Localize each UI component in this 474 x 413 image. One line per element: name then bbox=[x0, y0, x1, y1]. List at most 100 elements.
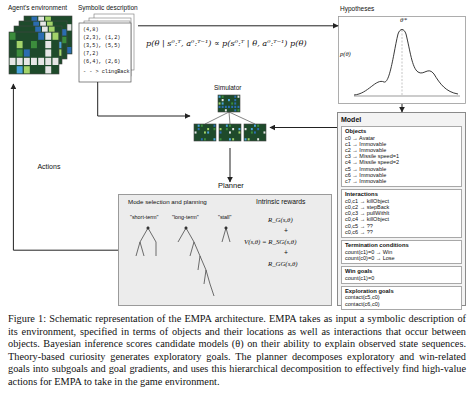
symbol-line: - - > clingBack bbox=[83, 69, 130, 75]
decor-shape bbox=[226, 128, 228, 130]
decor-shape bbox=[220, 131, 222, 133]
decor-shape bbox=[10, 33, 16, 40]
block-text: "short-term" bbox=[130, 214, 158, 220]
decor-shape bbox=[251, 128, 253, 130]
decor-shape bbox=[225, 227, 227, 229]
section-heading: Interactions bbox=[345, 191, 458, 198]
decor-shape bbox=[229, 125, 231, 127]
section-heading: Exploration goals bbox=[345, 288, 458, 295]
decor-shape bbox=[38, 33, 44, 40]
decor-shape bbox=[198, 125, 200, 127]
flow-arrow bbox=[230, 148, 231, 182]
model-section: Win goalscount(c1)=0 bbox=[341, 266, 462, 284]
rule-row: c2 → Immovable bbox=[345, 147, 458, 153]
decor-shape bbox=[136, 227, 230, 296]
model-section: Interactionsc0,c1 → killObjectc0,c2 → st… bbox=[341, 189, 462, 238]
block-text: θ* bbox=[400, 16, 407, 24]
decor-shape bbox=[214, 125, 216, 127]
block-text: + bbox=[284, 249, 288, 256]
section-heading: Termination conditions bbox=[345, 242, 458, 249]
decor-shape bbox=[229, 112, 230, 124]
rule-row: c0,c2 → stepBack bbox=[345, 204, 458, 210]
decor-shape bbox=[229, 112, 255, 124]
decor-shape bbox=[10, 58, 16, 65]
rule-row: c1 → Immovable bbox=[345, 141, 458, 147]
decor-shape bbox=[194, 124, 216, 141]
decor-shape bbox=[200, 256, 206, 270]
decor-shape bbox=[140, 228, 148, 242]
symbol-line: (4,8) bbox=[83, 27, 99, 33]
rule-row: c0,c1 → killObject bbox=[345, 198, 458, 204]
rule-row: c0,c3 → pullWithIt bbox=[345, 210, 458, 216]
model-section: Exploration goalscontact(c5,c0)contact(c… bbox=[341, 286, 462, 310]
decor-shape bbox=[234, 96, 236, 98]
decor-shape bbox=[206, 270, 210, 284]
decor-shape bbox=[254, 125, 256, 127]
decor-shape bbox=[354, 96, 460, 97]
decor-shape bbox=[228, 99, 230, 101]
planner-panel bbox=[118, 194, 332, 306]
rule-row: c7 → Immovable bbox=[345, 178, 458, 184]
flow-arrow bbox=[138, 25, 338, 26]
decor-shape bbox=[195, 131, 197, 133]
illustration bbox=[8, 4, 76, 84]
block-heading: Hypotheses bbox=[340, 5, 374, 13]
decor-shape bbox=[251, 131, 253, 133]
rule-row: c0,c4 → killObject bbox=[345, 216, 458, 222]
decor-shape bbox=[238, 96, 240, 98]
rule-row: c4 → Missile speed=2 bbox=[345, 159, 458, 165]
decor-shape bbox=[205, 112, 229, 124]
decor-shape bbox=[17, 58, 23, 65]
decor-shape bbox=[207, 131, 209, 133]
rule-row: contact(c6,c0) bbox=[345, 301, 458, 307]
symbol-line: (2,3), (1,2) bbox=[83, 35, 120, 41]
model-section: Termination conditionscount(c1)=0 → Winc… bbox=[341, 240, 462, 264]
edge-label: Actions bbox=[37, 163, 60, 170]
decor-shape bbox=[225, 106, 227, 108]
decor-shape bbox=[156, 242, 157, 256]
decor-shape bbox=[354, 30, 458, 96]
symbol-line: (6,4), (2,6) bbox=[83, 59, 120, 65]
decor-shape bbox=[245, 138, 247, 140]
decor-shape bbox=[24, 66, 30, 73]
decor-shape bbox=[264, 131, 266, 133]
decor-shape bbox=[248, 138, 250, 140]
decor-shape bbox=[45, 58, 51, 65]
decor-shape bbox=[45, 49, 51, 56]
block-text: p(θ) bbox=[340, 50, 351, 57]
decor-shape bbox=[226, 228, 230, 242]
decor-shape bbox=[222, 228, 226, 242]
block-heading: Model bbox=[341, 115, 462, 124]
decor-shape bbox=[9, 32, 59, 74]
decor-shape bbox=[226, 125, 228, 127]
component-block: PlannerMode selection and planning"short… bbox=[118, 182, 332, 306]
rule-row: contact(c5,c0) bbox=[345, 294, 458, 300]
decor-shape bbox=[204, 270, 206, 284]
block-text: "stall" bbox=[218, 214, 231, 220]
decor-shape bbox=[136, 242, 140, 256]
decor-shape bbox=[148, 228, 156, 242]
component-block: Agent's environment bbox=[8, 4, 76, 84]
decor-shape bbox=[204, 138, 206, 140]
illustration bbox=[338, 16, 466, 104]
decor-shape bbox=[222, 99, 224, 101]
decor-shape bbox=[257, 128, 259, 130]
component-block: Hypotheses θ* p(θ) bbox=[338, 4, 466, 104]
decor-shape bbox=[339, 17, 466, 104]
decor-shape bbox=[198, 256, 200, 270]
rule-row: c3 → Missile speed=1 bbox=[345, 153, 458, 159]
decor-shape bbox=[17, 66, 23, 73]
decor-shape bbox=[229, 138, 231, 140]
decor-shape bbox=[31, 41, 37, 48]
decor-shape bbox=[229, 131, 231, 133]
block-text: Mode selection and planning bbox=[128, 198, 207, 205]
decor-shape bbox=[147, 227, 149, 229]
decor-shape bbox=[24, 58, 30, 65]
decor-shape bbox=[45, 33, 51, 40]
flow-arrow bbox=[270, 127, 337, 128]
decor-shape bbox=[17, 41, 23, 48]
decor-shape bbox=[238, 109, 240, 111]
decor-shape bbox=[254, 131, 256, 133]
